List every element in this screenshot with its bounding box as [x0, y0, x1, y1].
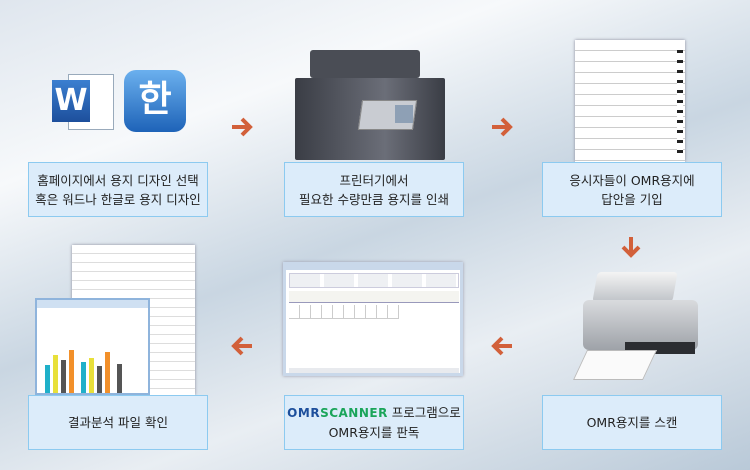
arrow-right-icon — [232, 117, 253, 137]
step-text: 결과분석 파일 확인 — [68, 415, 168, 430]
step-text: OMRSCANNER 프로그램으로 — [287, 405, 461, 420]
word-icon: W — [50, 68, 116, 134]
step-text: 프린터기에서 — [339, 172, 409, 188]
step-scan-box: OMR용지를 스캔 — [542, 395, 722, 450]
step-read-box: OMRSCANNER 프로그램으로 OMR용지를 판독 — [284, 395, 464, 450]
arrow-left-icon — [491, 336, 512, 356]
copier-printer-image — [290, 50, 455, 160]
step-text: OMR용지를 판독 — [328, 425, 420, 440]
step-text: 응시자들이 OMR용지에 — [569, 172, 695, 188]
result-chart-image — [35, 298, 150, 395]
step-text: 필요한 수량만큼 용지를 인쇄 — [299, 191, 449, 207]
step-print-box: 프린터기에서 필요한 수량만큼 용지를 인쇄 — [284, 162, 464, 217]
scanner-printer-image — [573, 272, 700, 384]
step-design-box: 홈페이지에서 용지 디자인 선택 혹은 워드나 한글로 용지 디자인 — [28, 162, 208, 217]
step-text: 답안을 기입 — [601, 191, 663, 207]
omr-sheet-image — [575, 40, 685, 162]
omr-scanner-program-window — [283, 262, 463, 376]
step-text: 홈페이지에서 용지 디자인 선택 — [37, 172, 199, 188]
step-result-box: 결과분석 파일 확인 — [28, 395, 208, 450]
omrscanner-logo: OMRSCANNER — [287, 406, 388, 420]
arrow-left-icon — [231, 336, 252, 356]
arrow-down-icon — [621, 237, 641, 258]
step-text: 혹은 워드나 한글로 용지 디자인 — [35, 191, 201, 207]
step-fill-box: 응시자들이 OMR용지에 답안을 기입 — [542, 162, 722, 217]
step-text: OMR용지를 스캔 — [586, 415, 678, 430]
arrow-right-icon — [492, 117, 513, 137]
hangul-icon: 한 — [124, 70, 186, 132]
